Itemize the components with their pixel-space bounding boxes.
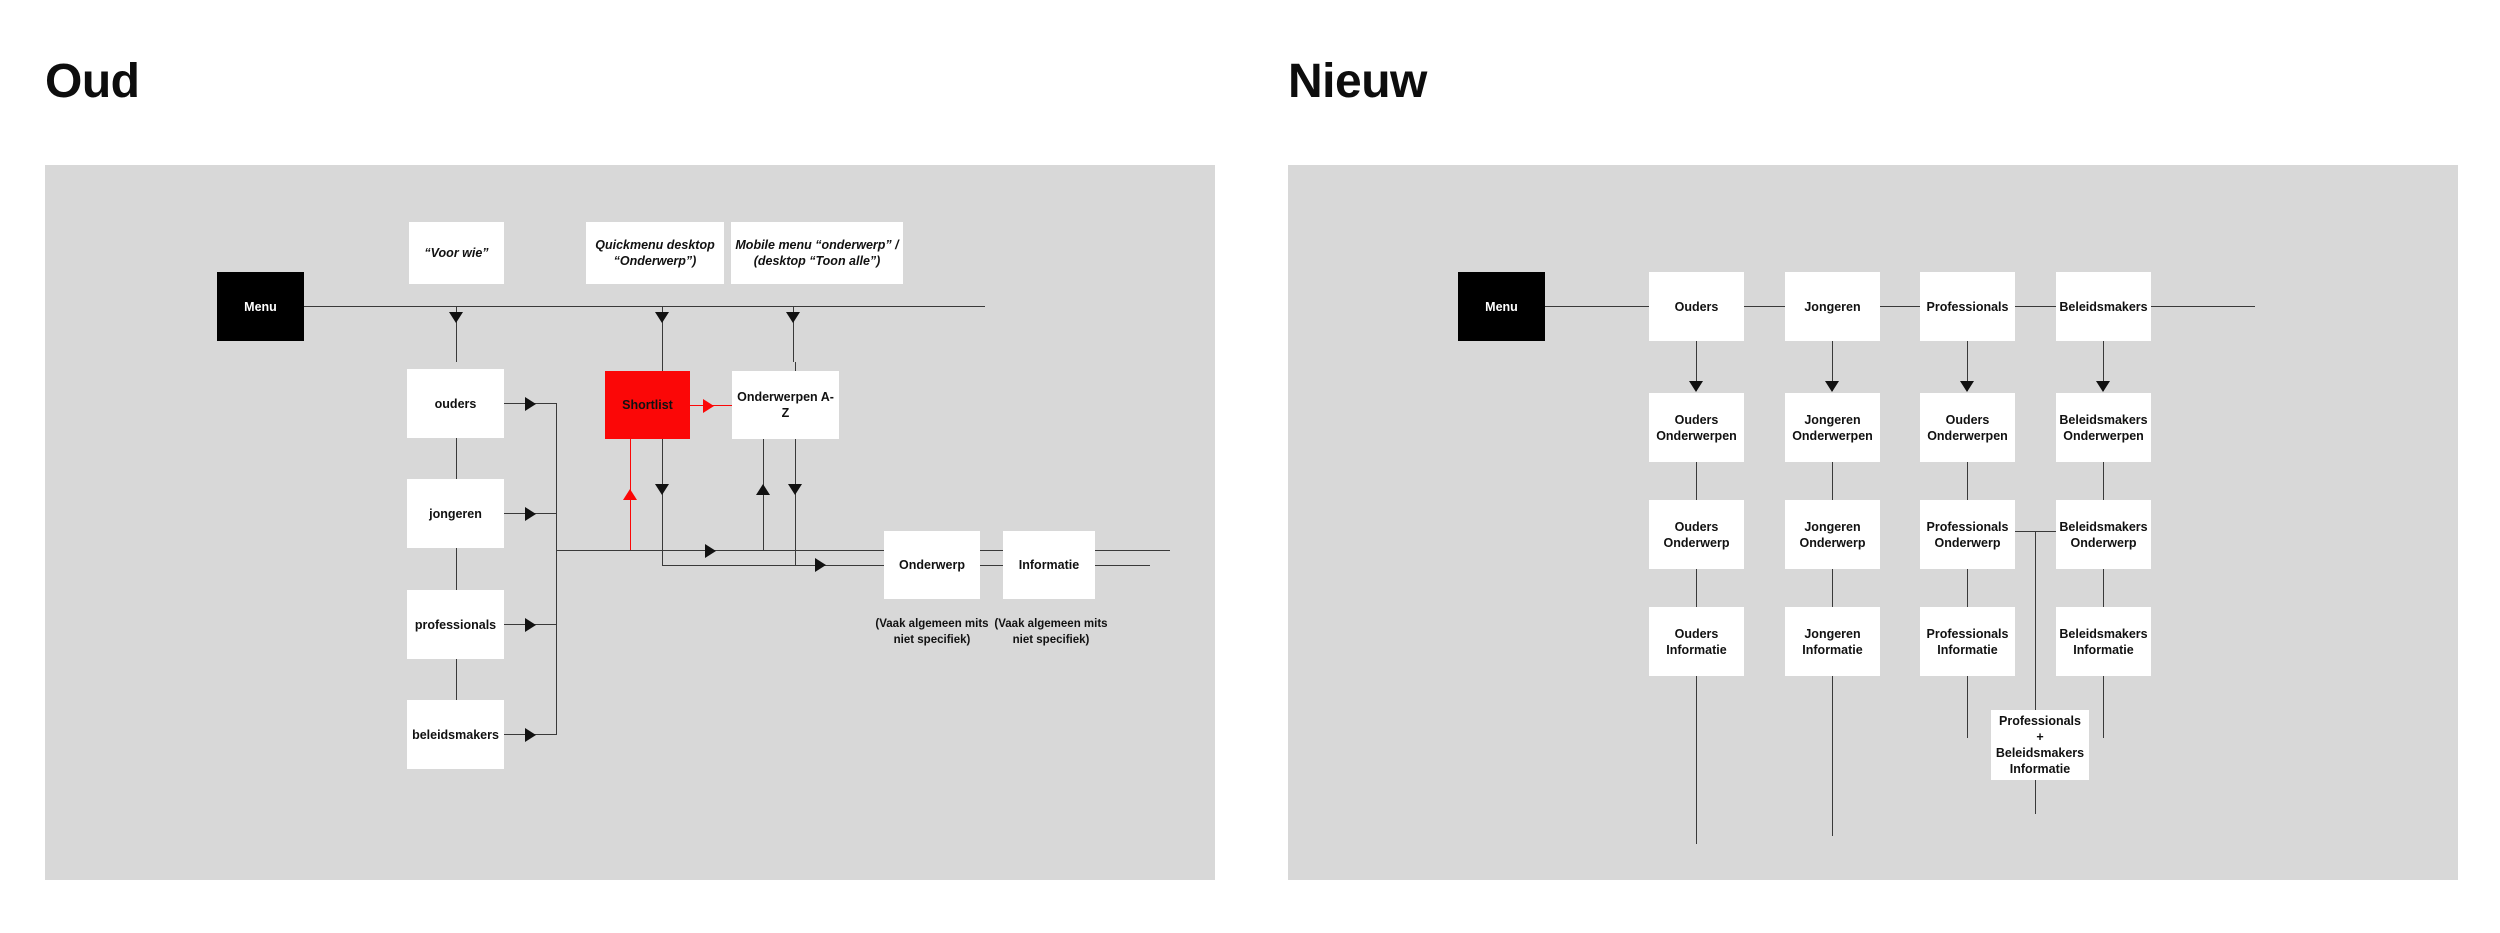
- note-mobile-menu: Mobile menu “onderwerp” / (desktop “Toon…: [731, 222, 903, 284]
- collector-bus: [556, 403, 557, 735]
- node-ouders[interactable]: ouders: [407, 369, 504, 438]
- page-title-nieuw: Nieuw: [1288, 55, 1427, 108]
- node-jongeren-informatie[interactable]: Jongeren Informatie: [1785, 607, 1880, 676]
- drop-mobile-menu: [793, 306, 794, 362]
- ouders-drop-2: [1696, 462, 1697, 500]
- menu-node-oud[interactable]: Menu: [217, 272, 304, 341]
- node-beleidsmakers-informatie[interactable]: Beleidsmakers Informatie: [2056, 607, 2151, 676]
- menu-node-nieuw[interactable]: Menu: [1458, 272, 1545, 341]
- link-jongeren-professionals: [456, 547, 457, 591]
- arrowhead-ouders-1: [1689, 381, 1703, 392]
- node-professionals-nieuw[interactable]: Professionals: [1920, 272, 2015, 341]
- az-down-left: [763, 439, 764, 495]
- node-professionals-onderwerp[interactable]: Professionals Onderwerp: [1920, 500, 2015, 569]
- link-ouders-jongeren: [456, 437, 457, 480]
- drop-quickmenu: [662, 306, 663, 362]
- node-jongeren-onderwerp[interactable]: Jongeren Onderwerp: [1785, 500, 1880, 569]
- arrowhead-beleidsmakers: [525, 728, 536, 742]
- feed-rail-lower: [662, 565, 885, 566]
- node-jongeren-onderwerpen[interactable]: Jongeren Onderwerpen: [1785, 393, 1880, 462]
- ouders-drop-3: [1696, 569, 1697, 607]
- spine-nieuw: [1545, 306, 2255, 307]
- node-onderwerp[interactable]: Onderwerp: [884, 531, 980, 599]
- node-onderwerpen-az[interactable]: Onderwerpen A-Z: [732, 371, 839, 439]
- arrowhead-jongeren: [525, 507, 536, 521]
- node-informatie[interactable]: Informatie: [1003, 531, 1095, 599]
- node-professionals-informatie[interactable]: Professionals Informatie: [1920, 607, 2015, 676]
- informatie-tail: [1095, 565, 1150, 566]
- node-beleidsmakers[interactable]: beleidsmakers: [407, 700, 504, 769]
- arrowhead-mobile-menu: [786, 312, 800, 323]
- beleidsmakers-drop-1: [2103, 341, 2104, 391]
- page-title-oud: Oud: [45, 55, 140, 108]
- node-beleidsmakers-nieuw[interactable]: Beleidsmakers: [2056, 272, 2151, 341]
- shortlist-down-line-2: [662, 494, 663, 565]
- caption-informatie: (Vaak algemeen mits niet specifiek): [994, 618, 1108, 646]
- jongeren-drop-3: [1832, 569, 1833, 607]
- arrowhead-feed-2: [815, 558, 826, 572]
- node-jongeren[interactable]: jongeren: [407, 479, 504, 548]
- ouders-tail: [1696, 676, 1697, 844]
- node-professionals-onderwerpen[interactable]: Ouders Onderwerpen: [1920, 393, 2015, 462]
- arrowhead-az-down: [788, 484, 802, 495]
- node-ouders-onderwerp[interactable]: Ouders Onderwerp: [1649, 500, 1744, 569]
- az-down-right-2: [795, 494, 796, 565]
- merge-bus: [2035, 531, 2036, 814]
- node-professionals[interactable]: professionals: [407, 590, 504, 659]
- node-jongeren-nieuw[interactable]: Jongeren: [1785, 272, 1880, 341]
- shortlist-through-line: [662, 362, 663, 372]
- az-up-from-bus: [763, 495, 764, 550]
- ouders-drop-1: [1696, 341, 1697, 391]
- onderwerp-to-informatie: [980, 565, 1003, 566]
- professionals-drop-1: [1967, 341, 1968, 391]
- drop-voor-wie: [456, 306, 457, 362]
- node-ouders-informatie[interactable]: Ouders Informatie: [1649, 607, 1744, 676]
- jongeren-drop-1: [1832, 341, 1833, 391]
- beleidsmakers-drop-2: [2103, 462, 2104, 500]
- professionals-tail: [1967, 676, 1968, 738]
- beleidsmakers-drop-3: [2103, 569, 2104, 607]
- arrowhead-az-up: [756, 484, 770, 495]
- spine-oud: [303, 306, 985, 307]
- arrowhead-jongeren-1: [1825, 381, 1839, 392]
- arrowhead-red-feedback: [623, 489, 637, 500]
- note-voor-wie: “Voor wie”: [409, 222, 504, 284]
- arrowhead-shortlist-to-az: [703, 399, 714, 413]
- node-shared-informatie[interactable]: Professionals + Beleidsmakers Informatie: [1991, 710, 2089, 780]
- jongeren-tail: [1832, 676, 1833, 836]
- beleidsmakers-tail: [2103, 676, 2104, 738]
- shortlist-down-line: [662, 439, 663, 494]
- collector-feed: [556, 550, 1170, 551]
- arrowhead-feed-1: [705, 544, 716, 558]
- arrowhead-shortlist-down: [655, 484, 669, 495]
- arrowhead-professionals-1: [1960, 381, 1974, 392]
- professionals-drop-2: [1967, 462, 1968, 500]
- node-beleidsmakers-onderwerp[interactable]: Beleidsmakers Onderwerp: [2056, 500, 2151, 569]
- note-quickmenu-desktop: Quickmenu desktop “Onderwerp”): [586, 222, 724, 284]
- caption-onderwerp: (Vaak algemeen mits niet specifiek): [875, 618, 989, 646]
- jongeren-drop-2: [1832, 462, 1833, 500]
- node-shortlist[interactable]: Shortlist: [605, 371, 690, 439]
- arrowhead-beleidsmakers-1: [2096, 381, 2110, 392]
- professionals-drop-3: [1967, 569, 1968, 607]
- node-ouders-nieuw[interactable]: Ouders: [1649, 272, 1744, 341]
- arrowhead-professionals: [525, 618, 536, 632]
- node-beleidsmakers-onderwerpen[interactable]: Beleidsmakers Onderwerpen: [2056, 393, 2151, 462]
- node-ouders-onderwerpen[interactable]: Ouders Onderwerpen: [1649, 393, 1744, 462]
- arrowhead-ouders: [525, 397, 536, 411]
- link-professionals-beleidsmakers: [456, 658, 457, 701]
- arrowhead-quickmenu: [655, 312, 669, 323]
- arrowhead-voor-wie: [449, 312, 463, 323]
